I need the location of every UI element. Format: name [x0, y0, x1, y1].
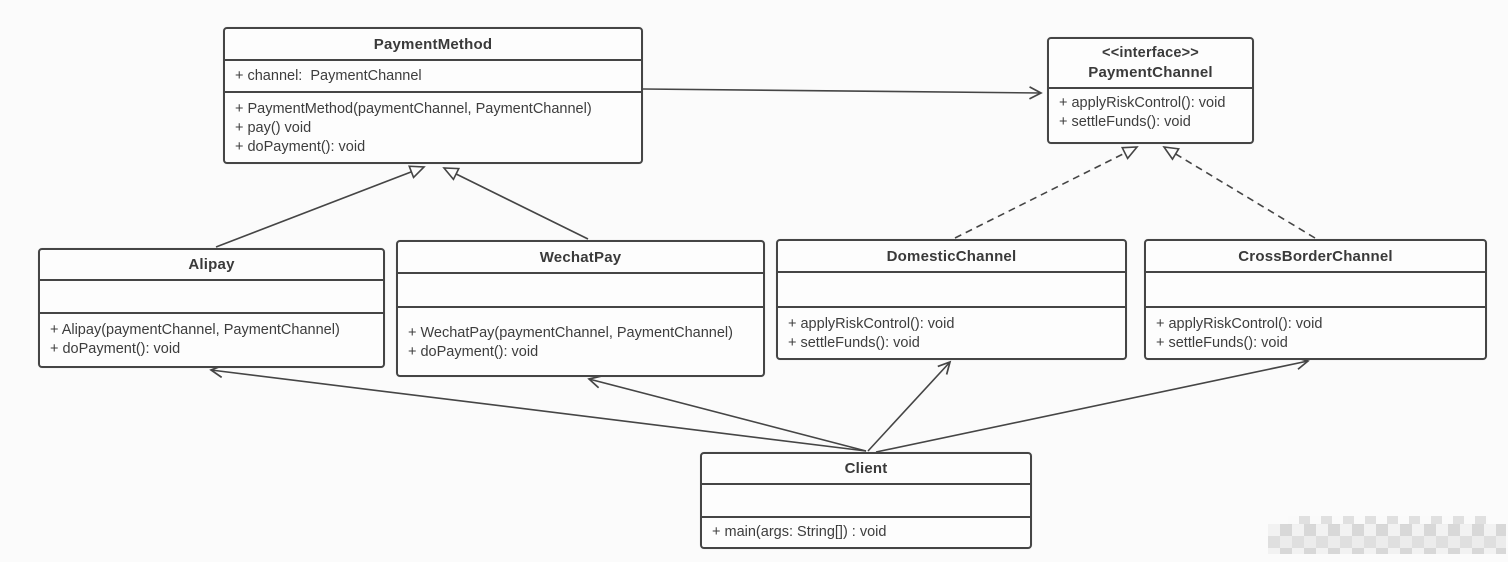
attributes-compartment	[398, 274, 763, 308]
attributes-compartment	[778, 273, 1125, 308]
method-row: + applyRiskControl(): void	[1059, 95, 1226, 111]
attributes-compartment	[702, 485, 1030, 518]
method-row: + PaymentMethod(paymentChannel, PaymentC…	[235, 101, 592, 117]
method-row: + Alipay(paymentChannel, PaymentChannel)	[50, 322, 340, 338]
class-name: WechatPay	[539, 248, 622, 266]
class-name: Alipay	[188, 256, 235, 273]
arrow-alipay-extends-paymentmethod	[215, 165, 426, 248]
attributes-compartment	[1146, 273, 1485, 308]
attributes-compartment: + channel: PaymentChannel	[225, 61, 641, 93]
method-row: + main(args: String[]) : void	[712, 524, 887, 540]
class-name: PaymentChannel	[1088, 64, 1213, 81]
class-name: DomesticChannel	[886, 247, 1017, 265]
method-row: + pay() void	[235, 120, 312, 136]
arrow-wechatpay-extends-paymentmethod	[442, 167, 589, 240]
arrow-client-uses-crossborderchannel	[875, 356, 1310, 453]
method-row: + settleFunds(): void	[788, 335, 920, 351]
watermark-mosaic	[1268, 524, 1506, 554]
arrow-domesticchannel-implements-paymentchannel	[954, 146, 1139, 239]
methods-compartment: + Alipay(paymentChannel, PaymentChannel)…	[40, 314, 383, 366]
arrow-paymentmethod-association-paymentchannel	[642, 86, 1043, 100]
class-box-wechatpay: WechatPay + WechatPay(paymentChannel, Pa…	[396, 240, 765, 377]
class-title: WechatPay	[398, 242, 763, 274]
method-row: + WechatPay(paymentChannel, PaymentChann…	[408, 325, 733, 341]
class-box-paymentchannel: <<interface>> PaymentChannel + applyRisk…	[1047, 37, 1254, 144]
class-name: PaymentMethod	[373, 35, 493, 53]
attribute-row: + channel: PaymentChannel	[235, 67, 422, 84]
methods-compartment: + applyRiskControl(): void + settleFunds…	[1146, 308, 1485, 358]
arrow-client-uses-wechatpay	[587, 375, 867, 452]
method-row: + doPayment(): void	[50, 341, 181, 357]
method-row: + applyRiskControl(): void	[1156, 316, 1323, 332]
class-title: CrossBorderChannel	[1146, 241, 1485, 273]
method-row: + applyRiskControl(): void	[788, 316, 955, 332]
arrow-crossborderchannel-implements-paymentchannel	[1162, 145, 1316, 239]
class-box-client: Client + main(args: String[]) : void	[700, 452, 1032, 549]
class-title: <<interface>> PaymentChannel	[1049, 39, 1252, 89]
class-box-alipay: Alipay + Alipay(paymentChannel, PaymentC…	[38, 248, 385, 368]
class-name: Client	[844, 460, 888, 477]
method-row: + doPayment(): void	[408, 344, 539, 360]
class-name: CrossBorderChannel	[1238, 247, 1393, 265]
methods-compartment: + PaymentMethod(paymentChannel, PaymentC…	[225, 93, 641, 162]
method-row: + doPayment(): void	[235, 139, 366, 155]
class-title: DomesticChannel	[778, 241, 1125, 273]
class-title: Alipay	[40, 250, 383, 281]
methods-compartment: + main(args: String[]) : void	[702, 518, 1030, 547]
arrow-client-uses-domesticchannel	[867, 360, 952, 452]
class-title: PaymentMethod	[225, 29, 641, 61]
stereotype-label: <<interface>>	[1102, 45, 1199, 61]
method-row: + settleFunds(): void	[1059, 114, 1191, 130]
class-box-paymentmethod: PaymentMethod + channel: PaymentChannel …	[223, 27, 643, 164]
watermark-mosaic-top	[1288, 516, 1488, 525]
arrow-client-uses-alipay	[209, 364, 867, 452]
class-box-crossborderchannel: CrossBorderChannel + applyRiskControl():…	[1144, 239, 1487, 360]
methods-compartment: + applyRiskControl(): void + settleFunds…	[1049, 89, 1252, 142]
method-row: + settleFunds(): void	[1156, 335, 1288, 351]
class-box-domesticchannel: DomesticChannel + applyRiskControl(): vo…	[776, 239, 1127, 360]
attributes-compartment	[40, 281, 383, 314]
class-title: Client	[702, 454, 1030, 485]
methods-compartment: + applyRiskControl(): void + settleFunds…	[778, 308, 1125, 358]
methods-compartment: + WechatPay(paymentChannel, PaymentChann…	[398, 308, 763, 375]
